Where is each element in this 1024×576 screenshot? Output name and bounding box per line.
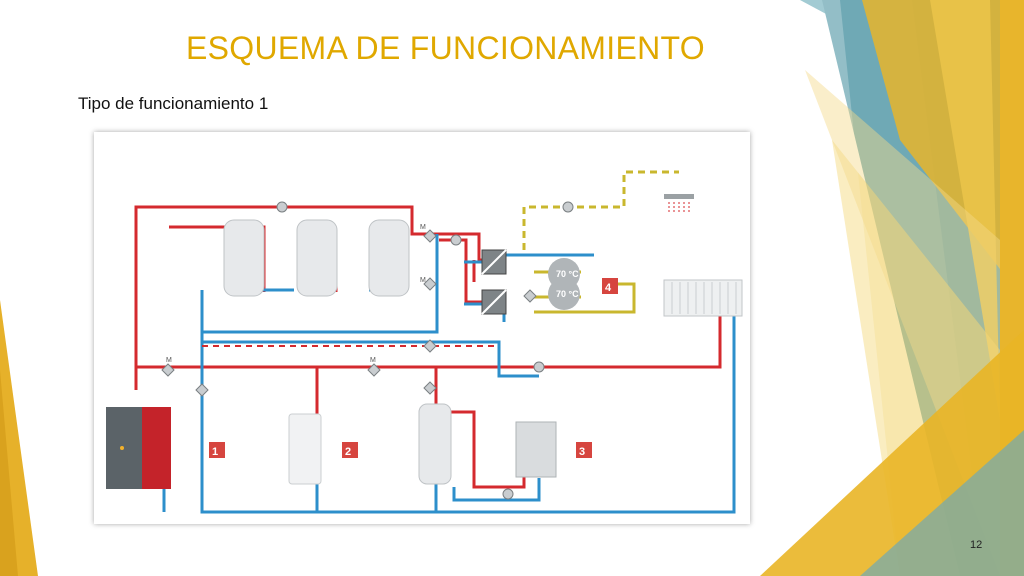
temperature-gauges <box>548 258 580 310</box>
valve-m-labels: M M M M <box>166 224 426 364</box>
slide-title: ESQUEMA DE FUNCIONAMIENTO <box>186 30 705 66</box>
hot-water-dashed-pipe <box>522 170 679 250</box>
page-number: 12 <box>970 539 983 551</box>
valve-markers <box>161 229 537 397</box>
temp-label-2: 70 °C <box>556 289 579 299</box>
heat-exchangers <box>481 249 507 315</box>
radiator-icon <box>663 279 743 317</box>
label-box-1: 1 <box>209 442 225 458</box>
buffer-tanks <box>223 219 410 297</box>
biomass-boiler-icon <box>106 407 171 489</box>
slide-subtitle: Tipo de funcionamiento 1 <box>78 94 269 113</box>
label-4: 4 <box>605 282 612 294</box>
label-1: 1 <box>212 446 218 458</box>
heat-pump-icon <box>515 421 557 478</box>
valve-label-2: M <box>420 277 426 284</box>
label-box-3: 3 <box>576 442 592 458</box>
pump-markers <box>276 201 574 500</box>
gas-boiler-icon <box>288 413 322 485</box>
valve-label-4: M <box>370 357 376 364</box>
heating-system-diagram: 70 °C 70 °C 1 2 3 4 <box>94 132 750 524</box>
valve-label-1: M <box>420 224 426 231</box>
water-heater-icon <box>418 403 452 485</box>
valve-label-3: M <box>166 357 172 364</box>
shower-icon <box>664 194 694 214</box>
temp-label-1: 70 °C <box>556 269 579 279</box>
label-box-2: 2 <box>342 442 358 458</box>
label-3: 3 <box>579 446 585 458</box>
label-box-4: 4 <box>602 278 618 294</box>
label-2: 2 <box>345 446 351 458</box>
